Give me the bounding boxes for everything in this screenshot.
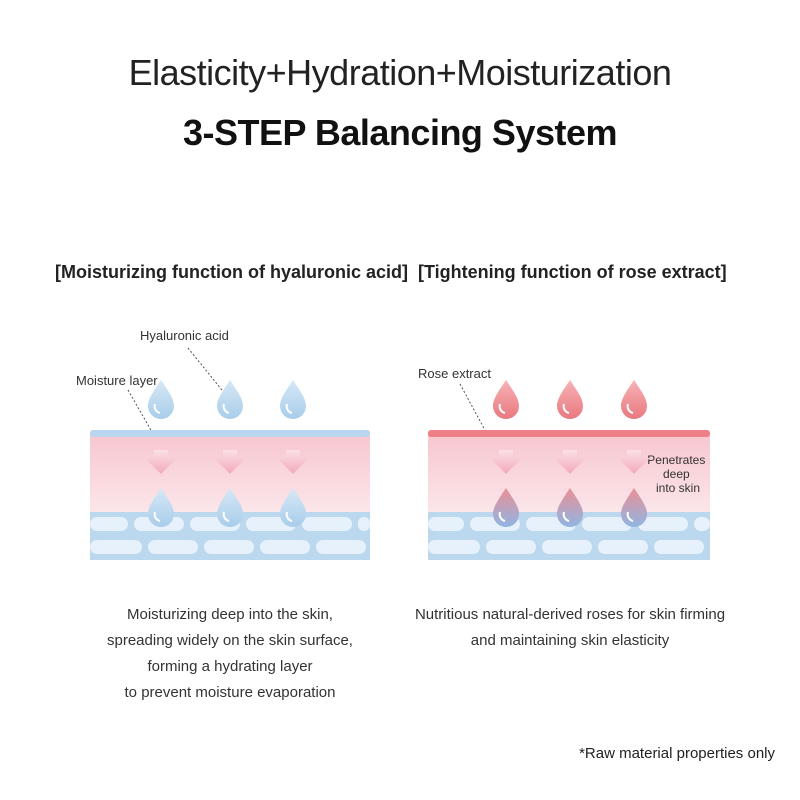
rose-layer (428, 430, 710, 437)
drop-top-1 (148, 380, 174, 419)
rose-drop-top-2 (557, 380, 583, 419)
footnote: *Raw material properties only (579, 745, 775, 762)
rose-diagram: Rose extract Penetrates deep into skin (418, 366, 710, 560)
drop-bottom-2 (217, 488, 243, 527)
title-line-2: 3-STEP Balancing System (183, 112, 618, 153)
label-moisture-layer: Moisture layer (76, 373, 158, 388)
caption-line: spreading widely on the skin surface, (107, 632, 353, 649)
heading-rose: [Tightening function of rose extract] (418, 262, 727, 282)
pointer-hyaluronic (187, 347, 231, 401)
label-hyaluronic-acid: Hyaluronic acid (140, 328, 229, 343)
caption-hyaluronic: Moisturizing deep into the skin, spreadi… (70, 602, 390, 706)
caption-line: Nutritious natural-derived roses for ski… (414, 606, 726, 623)
arrow-down-3 (618, 450, 650, 474)
drop-bottom-3 (280, 488, 306, 527)
caption-rose: Nutritious natural-derived roses for ski… (400, 602, 740, 654)
pointer-rose (459, 383, 487, 433)
arrow-down-2 (554, 450, 586, 474)
caption-line: and maintaining skin elasticity (470, 632, 670, 649)
pointer-moisture (127, 389, 153, 433)
drop-bottom-1 (148, 488, 174, 527)
rose-drop-top-1 (493, 380, 519, 419)
arrow-down-2 (214, 450, 246, 474)
caption-line: to prevent moisture evaporation (124, 684, 336, 701)
hyaluronic-diagram: Hyaluronic acid Moisture layer (76, 328, 370, 560)
heading-hyaluronic: [Moisturizing function of hyaluronic aci… (55, 262, 408, 282)
mixed-drop-3 (621, 488, 647, 527)
arrow-down-1 (145, 450, 177, 474)
caption-line: Moisturizing deep into the skin, (127, 606, 333, 623)
mixed-drop-1 (493, 488, 519, 527)
caption-line: forming a hydrating layer (147, 658, 313, 675)
label-penetrates: Penetrates deep into skin (647, 453, 708, 495)
title-line-1: Elasticity+Hydration+Moisturization (128, 52, 672, 93)
mixed-drop-2 (557, 488, 583, 527)
drop-top-3 (280, 380, 306, 419)
cells (428, 517, 710, 554)
moisture-layer (90, 430, 370, 437)
arrow-down-3 (277, 450, 309, 474)
arrow-down-1 (490, 450, 522, 474)
drop-top-2 (217, 380, 243, 419)
rose-drop-top-3 (621, 380, 647, 419)
label-rose-extract: Rose extract (418, 366, 491, 381)
